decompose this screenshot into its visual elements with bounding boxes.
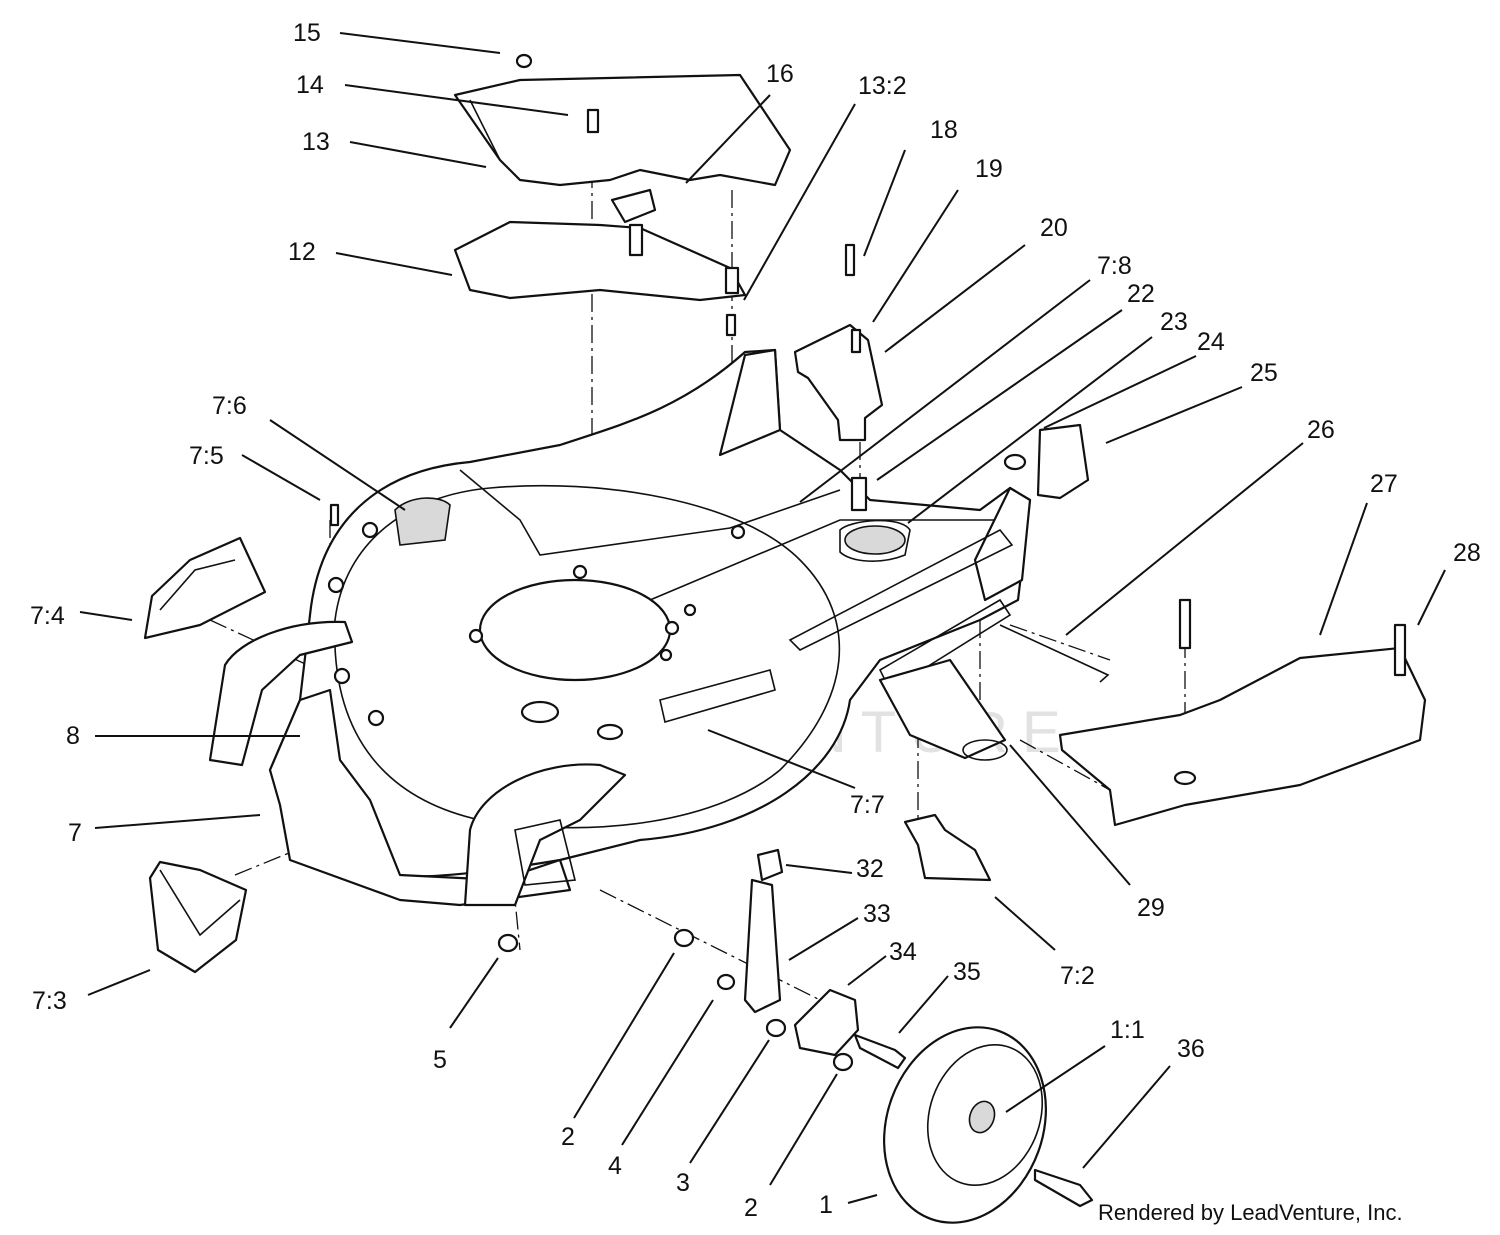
- mower-deck: [268, 348, 1032, 878]
- callout-label: 15: [293, 19, 321, 47]
- bracket-20: [793, 243, 884, 512]
- callout-label: 32: [856, 855, 884, 883]
- callout-label: 1: [819, 1191, 833, 1219]
- deflector-7-4: [143, 536, 267, 640]
- chute-29: [878, 658, 1008, 761]
- callout-label: 22: [1127, 280, 1155, 308]
- callout-label: 3: [676, 1169, 690, 1197]
- callout-label: 26: [1307, 416, 1335, 444]
- callout-label: 13:2: [858, 72, 907, 100]
- callout-label: 1:1: [1110, 1016, 1145, 1044]
- callout-label: 36: [1177, 1035, 1205, 1063]
- callout-label: 5: [433, 1046, 447, 1074]
- callout-label: 28: [1453, 539, 1481, 567]
- callout-label: 7:2: [1060, 962, 1095, 990]
- wheel: [883, 1026, 1094, 1224]
- top-cover-13: [453, 53, 792, 224]
- deflector-12: [453, 220, 747, 337]
- rod-26: [999, 624, 1110, 683]
- callout-label: 2: [561, 1123, 575, 1151]
- callout-label: 33: [863, 900, 891, 928]
- callout-label: 19: [975, 155, 1003, 183]
- callout-label: 7:3: [32, 987, 67, 1015]
- callout-label: 7:5: [189, 442, 224, 470]
- callout-label: 27: [1370, 470, 1398, 498]
- callout-label: 7: [68, 819, 82, 847]
- callout-label: 16: [766, 60, 794, 88]
- callout-label: 7:4: [30, 602, 65, 630]
- plate-27: [1058, 598, 1427, 827]
- callout-label: 35: [953, 958, 981, 986]
- deflector-7-3: [148, 860, 248, 974]
- callout-label: 24: [1197, 328, 1225, 356]
- callout-label: 18: [930, 116, 958, 144]
- hardware: [329, 503, 854, 1072]
- callout-label: 7:7: [850, 791, 885, 819]
- height-adjuster: [743, 848, 907, 1070]
- callout-label: 14: [296, 71, 324, 99]
- callout-label: 29: [1137, 894, 1165, 922]
- callout-label: 34: [889, 938, 917, 966]
- bracket-25: [1003, 423, 1090, 500]
- deflector-7-2: [903, 813, 992, 882]
- callout-label: 13: [302, 128, 330, 156]
- callout-label: 20: [1040, 214, 1068, 242]
- callout-label: 12: [288, 238, 316, 266]
- front-bumper: [208, 620, 627, 907]
- callout-label: 23: [1160, 308, 1188, 336]
- callout-label: 7:8: [1097, 252, 1132, 280]
- callout-label: 4: [608, 1152, 622, 1180]
- callout-label: 2: [744, 1194, 758, 1222]
- callout-label: 25: [1250, 359, 1278, 387]
- callout-label: 8: [66, 722, 80, 750]
- callout-label: 7:6: [212, 392, 247, 420]
- credit-line: Rendered by LeadVenture, Inc.: [1098, 1200, 1403, 1225]
- leader-lines: [79, 32, 1446, 1204]
